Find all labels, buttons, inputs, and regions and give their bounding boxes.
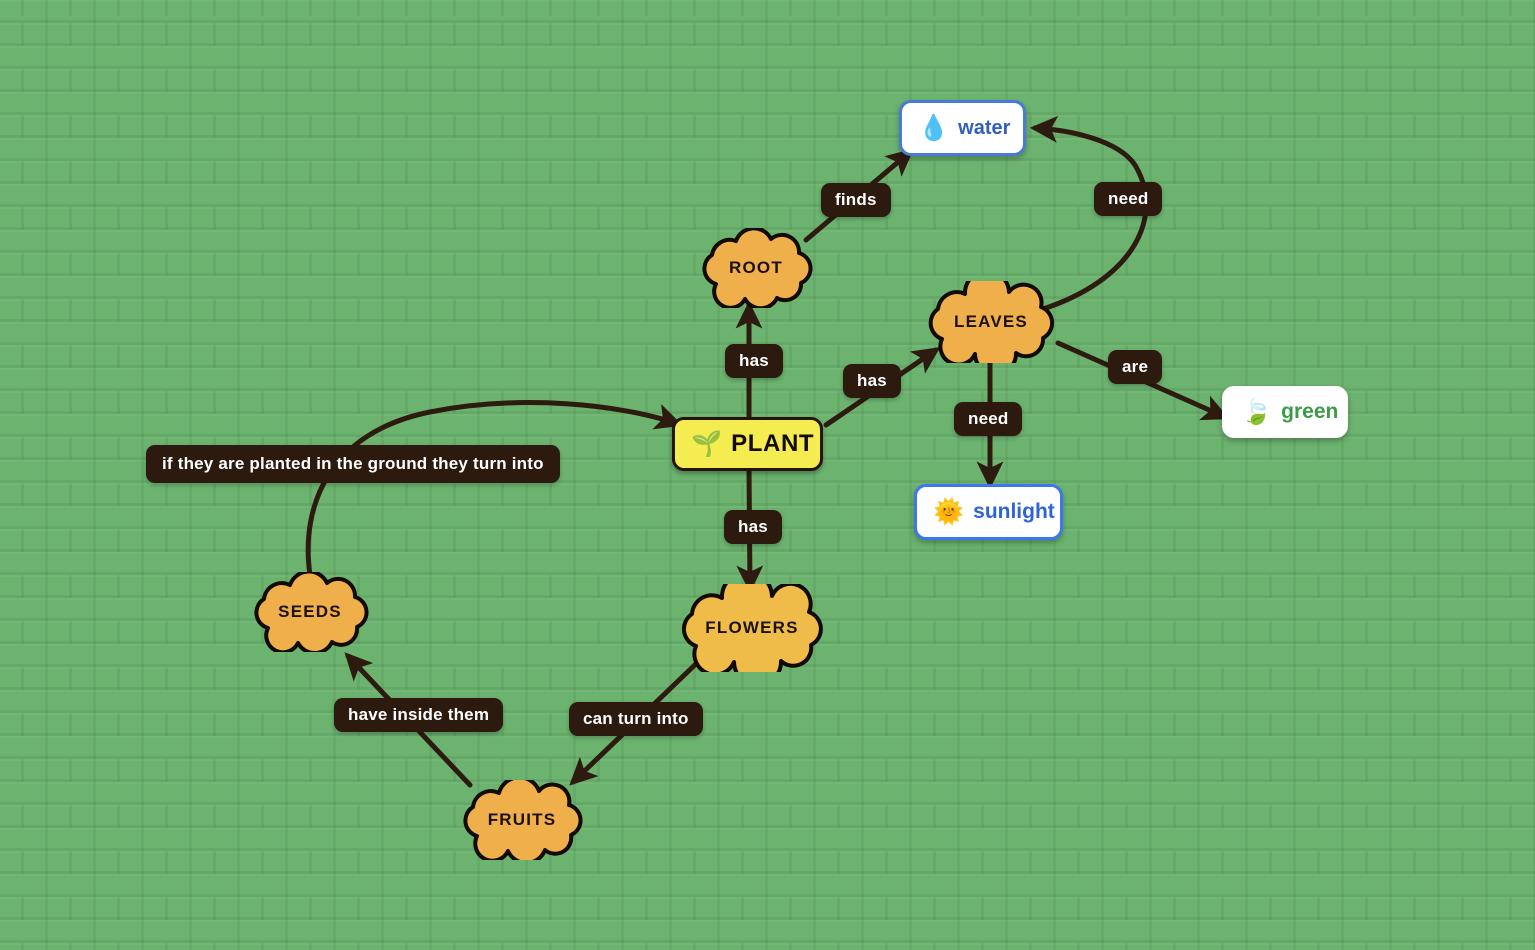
node-plant[interactable]: 🌱 PLANT xyxy=(672,417,823,471)
edge-label-text: has xyxy=(857,371,887,390)
edge-label-leaves-sunlight[interactable]: need xyxy=(954,402,1023,436)
edge-label-text: need xyxy=(1108,189,1149,208)
edge-label-leaves-green[interactable]: are xyxy=(1108,350,1163,384)
node-root[interactable]: ROOT xyxy=(689,228,823,308)
edge-label-text: have inside them xyxy=(348,705,490,724)
cloud-shape xyxy=(681,584,823,672)
edge-label-fruits-seeds[interactable]: have inside them xyxy=(334,698,504,732)
edge-label-leaves-water[interactable]: need xyxy=(1094,182,1163,216)
node-sunlight[interactable]: 🌞 sunlight xyxy=(914,484,1063,540)
edge-label-text: has xyxy=(738,517,768,536)
seedling-icon: 🌱 xyxy=(691,429,723,458)
node-flowers[interactable]: FLOWERS xyxy=(664,584,840,672)
edge-label-plant-leaves[interactable]: has xyxy=(843,364,901,398)
node-green-label: green xyxy=(1281,400,1339,423)
edge-label-text: finds xyxy=(835,190,877,209)
node-flowers-label: FLOWERS xyxy=(705,618,799,637)
leaves-icon: 🍃 xyxy=(1241,397,1273,426)
edge-label-flowers-fruits[interactable]: can turn into xyxy=(569,702,703,736)
node-root-label: ROOT xyxy=(729,258,783,277)
edge-label-text: need xyxy=(968,409,1009,428)
node-sunlight-label: sunlight xyxy=(973,500,1055,523)
water-drop-icon: 💧 xyxy=(918,113,950,142)
node-fruits[interactable]: FRUITS xyxy=(449,780,595,860)
node-plant-label: PLANT xyxy=(731,430,815,457)
node-leaves[interactable]: LEAVES xyxy=(913,281,1069,363)
edge-label-seeds-plant[interactable]: if they are planted in the ground they t… xyxy=(146,445,560,483)
edge-seeds-plant xyxy=(305,400,683,578)
sun-icon: 🌞 xyxy=(933,497,965,526)
node-seeds[interactable]: SEEDS xyxy=(241,572,379,652)
edge-label-plant-flowers[interactable]: has xyxy=(724,510,782,544)
edge-label-text: are xyxy=(1122,357,1149,376)
cloud-shape xyxy=(928,281,1055,363)
node-water-label: water xyxy=(958,116,1011,139)
cloud-shape xyxy=(254,572,369,652)
cloud-shape xyxy=(702,228,813,308)
node-green[interactable]: 🍃 green xyxy=(1222,386,1348,438)
edge-label-plant-root[interactable]: has xyxy=(725,344,783,378)
edge-label-text: can turn into xyxy=(583,709,689,728)
edge-leaves-water xyxy=(1029,115,1149,313)
edge-label-text: if they are planted in the ground they t… xyxy=(162,454,544,473)
edge-label-root-water[interactable]: finds xyxy=(821,183,891,217)
cloud-shape xyxy=(463,780,583,860)
node-water[interactable]: 💧 water xyxy=(899,100,1026,156)
node-fruits-label: FRUITS xyxy=(487,810,557,829)
edge-label-text: has xyxy=(739,351,769,370)
node-leaves-label: LEAVES xyxy=(954,312,1028,331)
node-seeds-label: SEEDS xyxy=(278,602,342,621)
